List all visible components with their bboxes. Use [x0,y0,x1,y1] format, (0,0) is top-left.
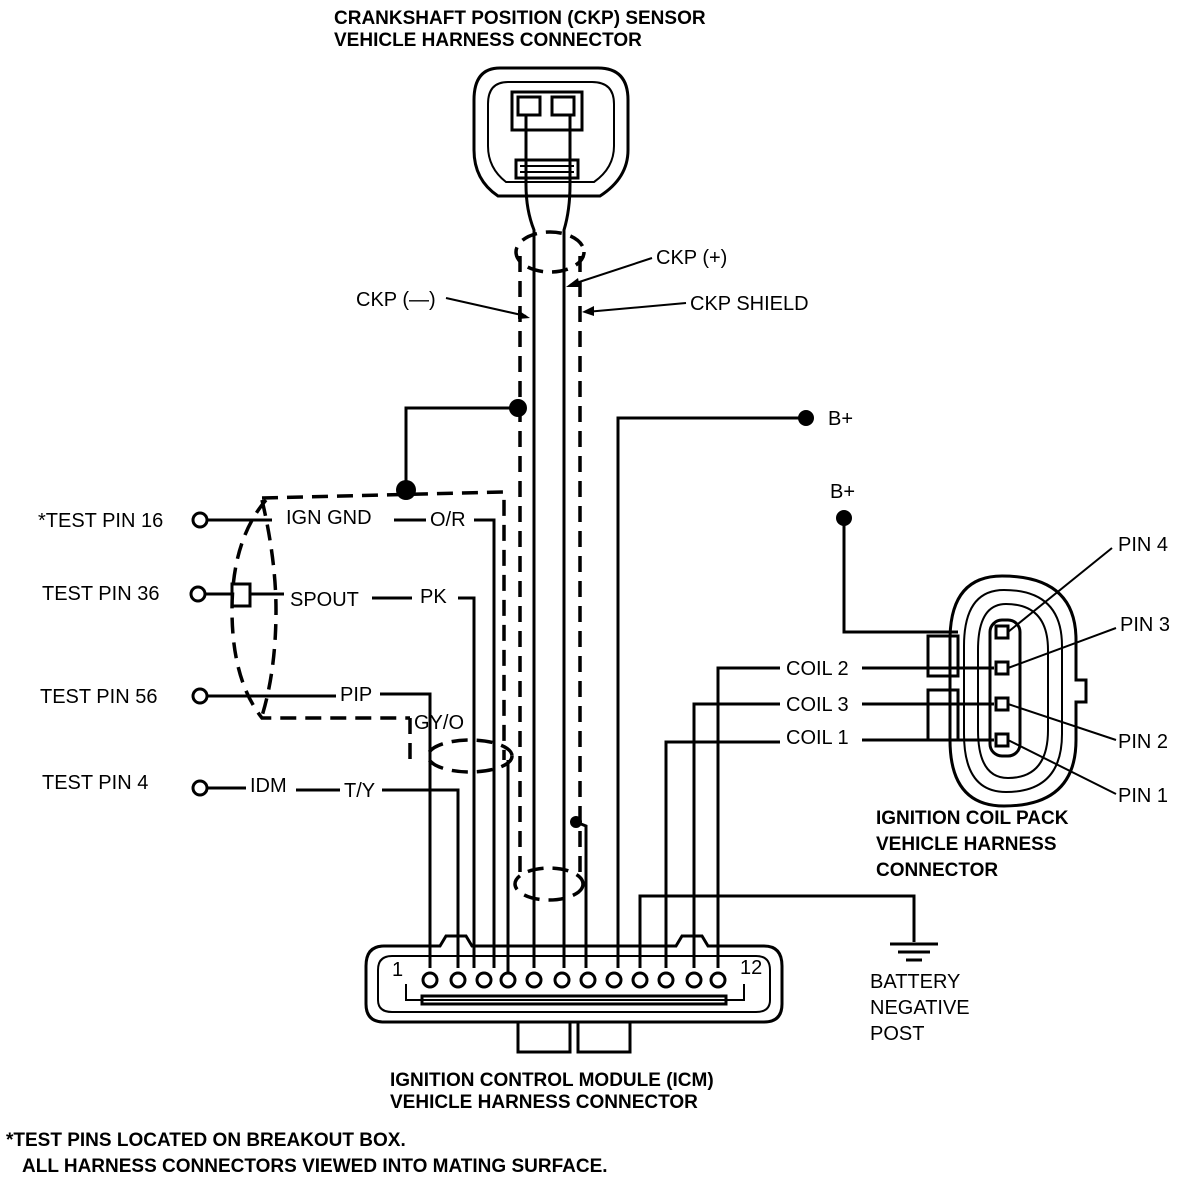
idm-label: IDM [250,775,287,797]
ckp-minus-label: CKP (—) [356,289,436,311]
ground-line1: BATTERY [870,971,960,993]
icm-connector [364,934,784,1054]
ign-gnd-label: IGN GND [286,507,372,529]
coil-title-line3: CONNECTOR [876,860,998,881]
ckp-shield-arrow [582,306,594,316]
coil-pack-connector [926,574,1088,808]
coil-title-line2: VEHICLE HARNESS [876,834,1057,855]
tp36-wire [189,582,476,968]
b-plus-feed-1 [616,410,814,968]
spout-label: SPOUT [290,589,359,611]
ckp-shield-label: CKP SHIELD [690,293,809,315]
pk-label: PK [420,586,447,608]
coil-title-line1: IGNITION COIL PACK [876,808,1069,829]
pin4-label: PIN 4 [1118,534,1168,556]
test-harness-shield [230,490,514,774]
ckp-cable [513,230,588,968]
tp4-wire [191,779,460,968]
footnote-line2: ALL HARNESS CONNECTORS VIEWED INTO MATIN… [22,1156,608,1177]
ckp-minus-arrow [518,310,530,319]
ground-wire [638,894,938,968]
coil-3-label: COIL 3 [786,694,849,716]
pip-label: PIP [340,684,372,706]
pin2-label: PIN 2 [1118,731,1168,753]
pin1-label: PIN 1 [1118,785,1168,807]
icm-title-line2: VEHICLE HARNESS CONNECTOR [390,1092,698,1113]
pin1-leader [1007,739,1117,795]
tp56-wire [191,687,432,968]
ckp-plus-leader [569,257,653,286]
pin4-leader [1007,547,1113,633]
b-plus-feed-2 [836,510,958,634]
ground-line3: POST [870,1023,924,1045]
ckp-minus-leader [445,297,527,317]
pin3-leader [1007,627,1117,669]
pin3-label: PIN 3 [1120,614,1170,636]
tp4-label: TEST PIN 4 [42,772,148,794]
tp56-label: TEST PIN 56 [40,686,157,708]
b-plus-1-label: B+ [828,408,853,430]
o-r-label: O/R [430,509,466,531]
tp16-label: *TEST PIN 16 [38,510,163,532]
footnote-line1: *TEST PINS LOCATED ON BREAKOUT BOX. [6,1130,406,1151]
ckp-plus-arrow [566,278,580,287]
icm-pins [421,971,727,989]
ign-gnd-link [396,399,527,500]
coil-1-label: COIL 1 [786,727,849,749]
icm-pin-first: 1 [392,959,403,981]
ground-line2: NEGATIVE [870,997,970,1019]
b-plus-2-label: B+ [830,481,855,503]
t-y-label: T/Y [344,780,375,802]
ckp-title-line1: CRANKSHAFT POSITION (CKP) SENSOR [334,8,706,29]
icm-pin-last: 12 [740,957,762,979]
ckp-title-line2: VEHICLE HARNESS CONNECTOR [334,30,642,51]
gy-o-label: GY/O [414,712,464,734]
ckp-plus-label: CKP (+) [656,247,727,269]
ckp-connector [472,66,630,258]
ckp-shield-leader [585,302,687,313]
pin2-leader [1007,703,1117,741]
coil-2-label: COIL 2 [786,658,849,680]
tp36-label: TEST PIN 36 [42,583,159,605]
tp16-wire [191,511,496,968]
icm-title-line1: IGNITION CONTROL MODULE (ICM) [390,1070,714,1091]
